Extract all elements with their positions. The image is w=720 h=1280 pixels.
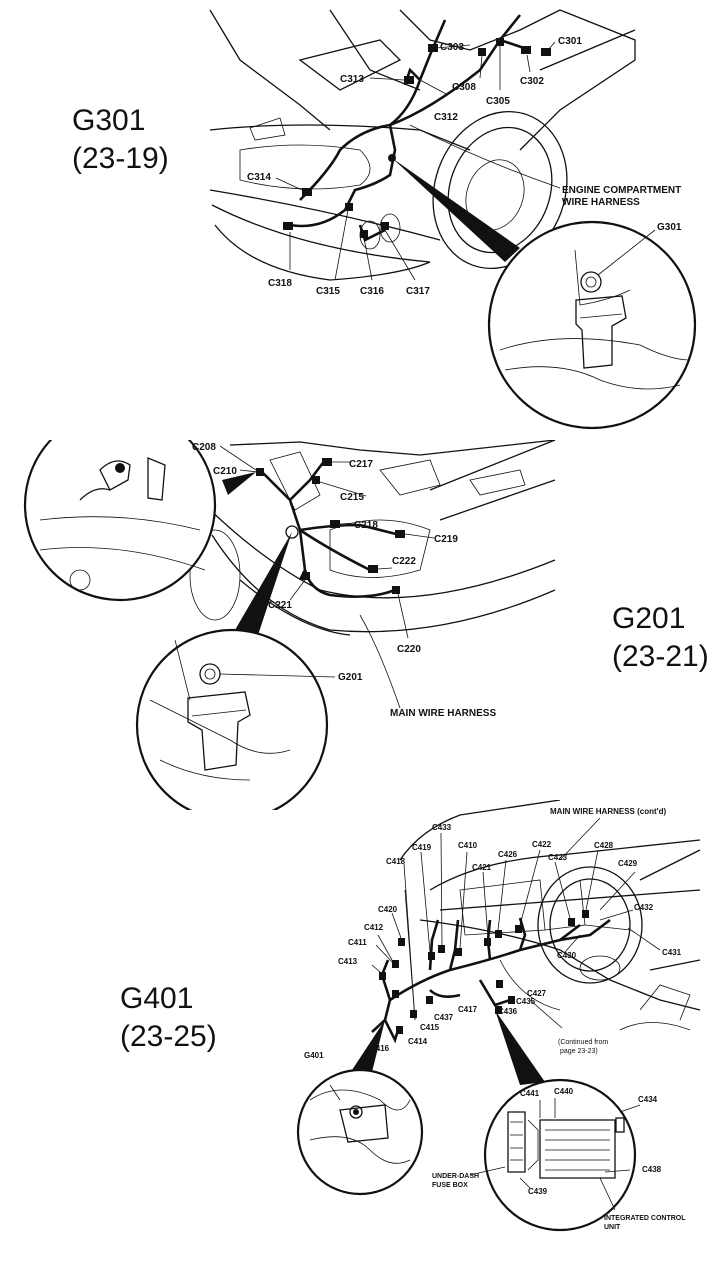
label-c437: C437 <box>434 1013 454 1022</box>
label-c302: C302 <box>520 76 544 87</box>
label-c312: C312 <box>434 112 458 123</box>
label-c429: C429 <box>618 859 638 868</box>
label-c305: C305 <box>486 96 510 107</box>
label-c410: C410 <box>458 841 478 850</box>
g201-leaders <box>219 445 435 709</box>
label-c435: C435 <box>516 997 536 1006</box>
label-c416: C416 <box>370 1044 390 1053</box>
label-c438: C438 <box>642 1165 662 1174</box>
label-c221: C221 <box>268 600 292 611</box>
label-harness-line1: ENGINE COMPARTMENT <box>562 185 681 196</box>
label-g201: G201 <box>338 672 363 683</box>
label-g301: G301 <box>657 222 682 233</box>
g301-inset <box>392 158 697 430</box>
label-c222: C222 <box>392 556 416 567</box>
label-c215: C215 <box>340 492 364 503</box>
label-fuse-line2: FUSE BOX <box>432 1182 468 1189</box>
g201-connectors <box>256 458 405 594</box>
label-c417: C417 <box>458 1005 478 1014</box>
g301-leaders <box>275 41 561 281</box>
label-continued-line1: (Continued from <box>558 1039 608 1046</box>
engine-bay-drawing <box>189 440 556 636</box>
g401-leaders <box>371 817 661 1029</box>
label-c422: C422 <box>532 840 552 849</box>
label-continued-line2: page 23-23) <box>560 1048 598 1055</box>
label-c432: C432 <box>634 903 654 912</box>
label-c210: C210 <box>213 466 237 477</box>
label-main-harness: MAIN WIRE HARNESS <box>390 708 496 719</box>
g401-title: G401 <box>120 982 194 1015</box>
label-c423: C423 <box>548 853 568 862</box>
label-c412: C412 <box>364 923 384 932</box>
label-c220: C220 <box>397 644 421 655</box>
label-c419: C419 <box>412 843 432 852</box>
label-c414: C414 <box>408 1037 428 1046</box>
panel-g401: G401 (23-25) <box>0 800 720 1280</box>
g401-right-inset <box>469 1010 641 1232</box>
label-c428: C428 <box>594 841 614 850</box>
label-c308: C308 <box>452 82 476 93</box>
g301-title: G301 <box>72 104 146 137</box>
g201-subtitle: (23-21) <box>612 640 709 673</box>
g401-subtitle: (23-25) <box>120 1020 217 1053</box>
g401-connectors <box>379 910 589 1034</box>
g201-title: G201 <box>612 602 686 635</box>
label-c426: C426 <box>498 850 518 859</box>
label-c421: C421 <box>472 863 492 872</box>
label-c413: C413 <box>338 957 358 966</box>
label-c303: C303 <box>440 42 464 53</box>
label-c219: C219 <box>434 534 458 545</box>
label-c208: C208 <box>192 442 216 453</box>
label-main-harness-contd: MAIN WIRE HARNESS (cont'd) <box>550 807 666 816</box>
g401-diagram: MAIN WIRE HARNESS (cont'd) C433 C410 C41… <box>296 800 701 1232</box>
label-c436: C436 <box>498 1007 518 1016</box>
panel-g201: G201 (23-21) <box>0 440 720 810</box>
label-c415: C415 <box>420 1023 440 1032</box>
panel-g301: G301 (23-19) <box>0 0 720 440</box>
label-c317: C317 <box>406 286 430 297</box>
label-c420: C420 <box>378 905 398 914</box>
label-c430: C430 <box>557 951 577 960</box>
label-c440: C440 <box>554 1087 574 1096</box>
label-c314: C314 <box>247 172 271 183</box>
g401-left-inset <box>296 1020 424 1196</box>
g301-connectors <box>283 38 551 238</box>
g201-diagram: C208 C210 C217 C215 C218 C219 C222 C221 … <box>23 440 556 810</box>
label-g401: G401 <box>304 1051 324 1060</box>
g401-callout-labels: MAIN WIRE HARNESS (cont'd) C433 C410 C41… <box>304 807 686 1231</box>
g201-left-inset <box>23 440 256 602</box>
g201-callout-labels: C208 C210 C217 C215 C218 C219 C222 C221 … <box>192 442 496 719</box>
label-c439: C439 <box>528 1187 548 1196</box>
label-c217: C217 <box>349 459 373 470</box>
label-c411: C411 <box>348 938 367 947</box>
label-fuse-line1: UNDER-DASH <box>432 1173 479 1180</box>
label-icu-line1: INTEGRATED CONTROL <box>604 1215 686 1222</box>
label-c434: C434 <box>638 1095 658 1104</box>
label-c218: C218 <box>354 520 378 531</box>
g201-bottom-inset <box>135 532 336 810</box>
engine-bay-drawing <box>209 9 636 281</box>
g301-diagram: C301 C302 C303 C308 C305 C313 C312 C314 … <box>209 9 697 430</box>
label-harness-line2: WIRE HARNESS <box>562 197 640 208</box>
label-c441: C441 <box>520 1089 540 1098</box>
g301-subtitle: (23-19) <box>72 142 169 175</box>
label-c318: C318 <box>268 278 292 289</box>
label-c431: C431 <box>662 948 682 957</box>
g301-callout-labels: C301 C302 C303 C308 C305 C313 C312 C314 … <box>247 36 682 297</box>
label-icu-line2: UNIT <box>604 1224 621 1231</box>
label-c301: C301 <box>558 36 582 47</box>
label-c427: C427 <box>527 989 547 998</box>
label-c418: C418 <box>386 857 406 866</box>
label-c316: C316 <box>360 286 384 297</box>
g201-harness <box>259 459 401 598</box>
label-c433: C433 <box>432 823 452 832</box>
label-c315: C315 <box>316 286 340 297</box>
label-c313: C313 <box>340 74 364 85</box>
g401-harness <box>371 917 611 1044</box>
